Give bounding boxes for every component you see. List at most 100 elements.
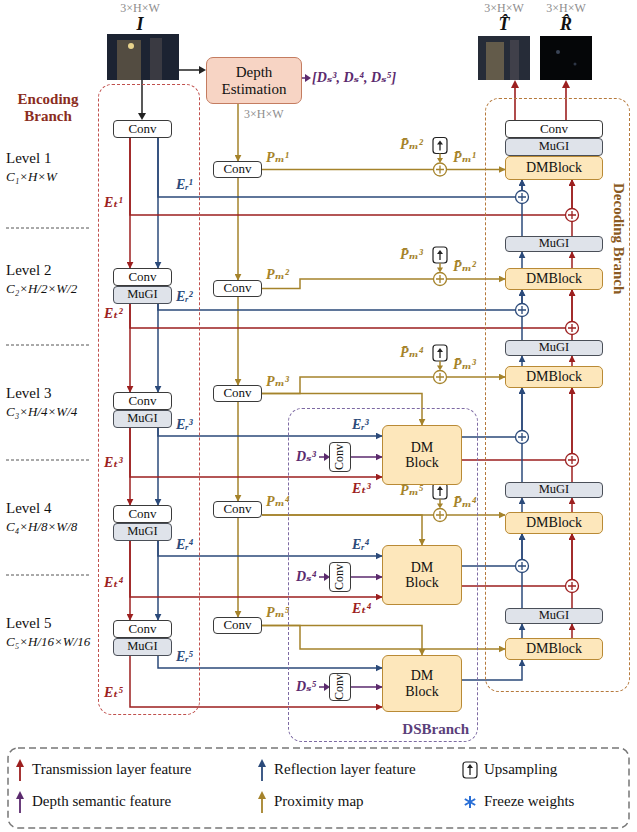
shape-label: C₅×H/16×W/16	[6, 635, 90, 650]
connector	[521, 356, 523, 366]
depth-estimation-box: Depth Estimation	[206, 57, 302, 104]
box-label: DMBlock	[526, 160, 582, 175]
conv-box: Conv	[113, 505, 172, 523]
arrowhead	[437, 250, 443, 254]
feature-label: Eₜ¹	[104, 195, 123, 211]
box-label: Conv	[128, 122, 156, 136]
feature-label: P̄ₘ⁴	[400, 345, 424, 361]
feature-label: Eₜ²	[104, 306, 123, 322]
conv-box: Conv	[113, 120, 172, 138]
dimension-label: 3×H×W	[484, 2, 524, 16]
add-symbol-cross	[436, 275, 444, 283]
conv-box: Conv	[113, 392, 172, 410]
box-label: Conv	[333, 444, 346, 470]
level-separator	[6, 575, 90, 576]
box-label: Conv	[223, 618, 251, 632]
box-label: Conv	[223, 162, 251, 176]
upsampling-symbol	[433, 247, 447, 263]
feature-label: Eᵣ⁵	[176, 649, 193, 665]
level-separator	[6, 345, 90, 346]
box-label: Conv	[223, 386, 251, 400]
box-label: DM Block	[405, 668, 438, 699]
box-label: Conv	[333, 564, 346, 590]
arrowhead	[437, 504, 443, 509]
level-label: Level 4	[6, 500, 51, 517]
mugi-box: MuGI	[505, 138, 603, 156]
upsampling-arrow	[469, 767, 470, 775]
add-symbol-cross	[518, 193, 526, 201]
arrowhead	[437, 268, 443, 273]
box-label: DMBlock	[526, 641, 582, 656]
connector	[571, 388, 573, 482]
add-symbol-cross	[568, 582, 576, 590]
upsampling-arrow	[439, 144, 440, 151]
upsampling-link	[439, 154, 441, 159]
feature-label: Eᵣ⁴	[352, 537, 369, 553]
box-label: MuGI	[127, 525, 158, 539]
branch-region: Decoding BranchConvMuGIDMBlockMuGIDMBloc…	[485, 98, 630, 692]
mugi-box: MuGI	[505, 608, 603, 624]
connector	[262, 626, 505, 650]
box-label: MuGI	[539, 609, 570, 623]
branch-title: DSBranch	[402, 721, 469, 738]
box-label: Conv	[128, 622, 156, 636]
conv-box: Conv	[329, 673, 350, 701]
connector	[462, 534, 572, 586]
connector	[237, 178, 239, 280]
box-label: Conv	[223, 281, 251, 295]
asterisk-stroke	[465, 799, 475, 805]
photo-lamp	[128, 43, 134, 49]
image-label: T̂	[499, 14, 510, 35]
arrowhead	[467, 764, 473, 768]
box-label: MuGI	[539, 237, 570, 251]
level-separator	[6, 460, 90, 461]
dm-block: DMBlock	[505, 268, 603, 290]
connector	[462, 660, 522, 680]
input-arrow	[141, 80, 143, 114]
conv-box: Conv	[213, 385, 262, 402]
box-label: DMBlock	[526, 515, 582, 530]
feature-label: Eₜ⁴	[104, 575, 123, 591]
box-label: Conv	[128, 394, 156, 408]
add-symbol	[434, 371, 447, 384]
box-label: Depth Estimation	[222, 64, 287, 97]
legend-frame	[8, 748, 629, 828]
feature-label: P̄ₘ³	[400, 247, 423, 263]
legend-arrow	[19, 765, 21, 781]
add-symbol-cross	[568, 324, 576, 332]
conv-box: Conv	[113, 268, 172, 286]
feature-label: Eₜ⁴	[352, 601, 371, 617]
connector	[262, 169, 505, 171]
add-symbol	[516, 304, 529, 317]
connector	[158, 138, 522, 197]
dm-block: DMBlock	[505, 156, 603, 180]
conv-box: Conv	[329, 442, 350, 472]
box-label: DMBlock	[526, 271, 582, 286]
input-arrow	[179, 69, 200, 71]
conv-box: Conv	[213, 617, 262, 634]
dm-block: DMBlock	[505, 512, 603, 534]
photo-pillar	[510, 40, 519, 80]
level-separator	[6, 228, 90, 229]
conv-box: Conv	[213, 161, 262, 178]
image-label: R̂	[560, 14, 572, 35]
conv-box: Conv	[329, 562, 350, 592]
connector	[571, 534, 573, 608]
upsampling-symbol	[433, 483, 447, 499]
asterisk-stroke	[465, 799, 475, 805]
dimension-label: 3×H×W	[546, 2, 586, 16]
output-arrow	[514, 86, 516, 120]
mugi-box: MuGI	[113, 410, 172, 428]
connector	[462, 388, 522, 437]
arrowhead	[437, 141, 443, 145]
feature-label: P̄ₘ⁴	[453, 495, 477, 511]
shape-label: C₃×H/4×W/4	[6, 405, 77, 420]
add-symbol-cross	[436, 511, 444, 519]
connector	[262, 394, 422, 426]
legend-label: Proximity map	[274, 793, 364, 810]
connector	[521, 498, 523, 512]
level-separators	[6, 228, 90, 575]
mugi-box: MuGI	[113, 523, 172, 541]
legend-arrow	[261, 797, 263, 813]
arrowhead	[258, 759, 266, 767]
